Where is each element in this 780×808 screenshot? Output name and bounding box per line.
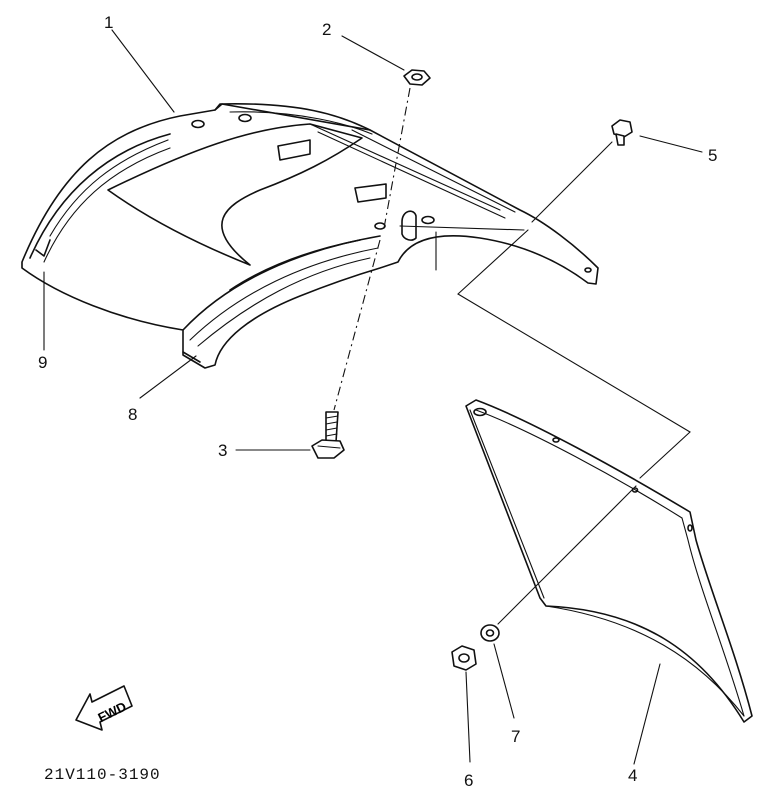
part-4-flap (465, 399, 753, 723)
part-3-bolt (311, 411, 345, 459)
part-6-nut (451, 645, 477, 671)
part-2-nut (403, 69, 431, 86)
assembly-lines (333, 87, 691, 625)
callout-2: 2 (322, 20, 332, 39)
callout-7: 7 (511, 727, 521, 746)
part-5-screw (611, 119, 633, 146)
callout-4: 4 (628, 766, 638, 785)
leader-lines (43, 29, 703, 765)
callout-1: 1 (104, 13, 114, 32)
callout-6: 6 (464, 771, 474, 790)
callout-9: 9 (38, 353, 48, 372)
callout-8: 8 (128, 405, 138, 424)
part-7-washer (480, 624, 500, 642)
forward-arrow: FWD (75, 685, 133, 731)
diagram-reference-code: 21V110-3190 (44, 766, 161, 784)
rear-fender (21, 102, 599, 369)
callout-3: 3 (218, 441, 228, 460)
callout-5: 5 (708, 146, 718, 165)
